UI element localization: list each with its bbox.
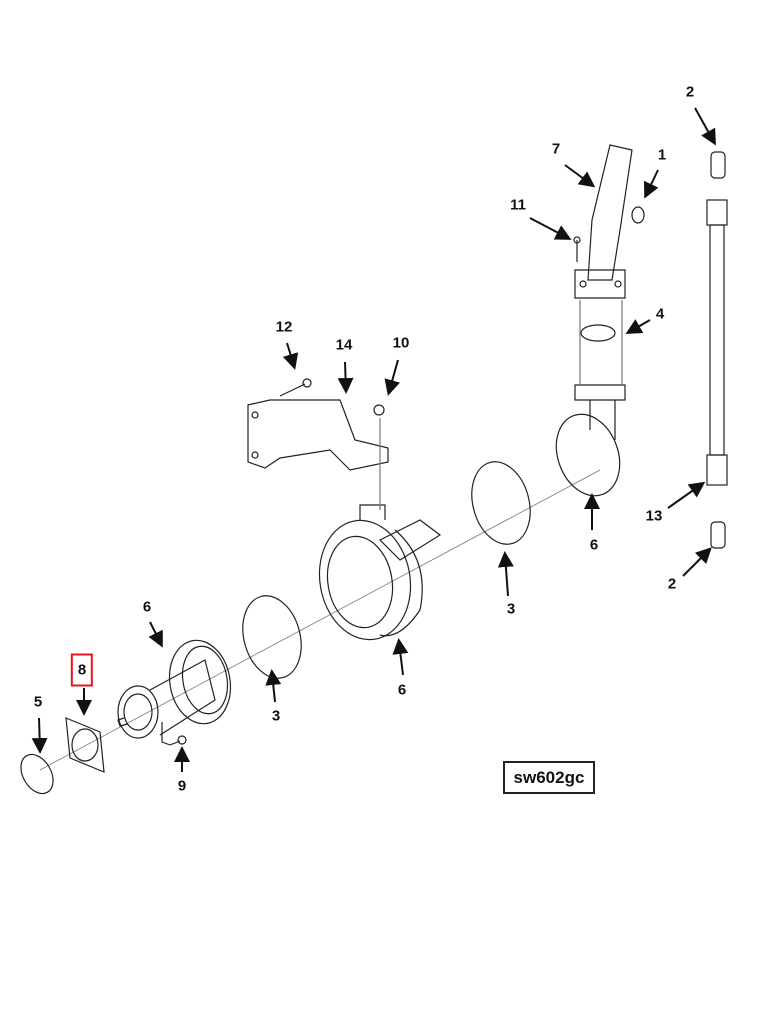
- bracket-part-14: [247, 399, 389, 510]
- volute-housing-part-6-mid: [318, 504, 442, 641]
- flange-housing-part-6-right: [555, 384, 626, 497]
- callout-1[interactable]: 1: [657, 146, 667, 164]
- callout-3-right[interactable]: 3: [506, 600, 516, 618]
- bolt-part-10: [373, 404, 385, 416]
- callout-8-highlighted[interactable]: 8: [70, 653, 94, 687]
- plug-part-1: [631, 206, 645, 224]
- callout-6-mid[interactable]: 6: [397, 681, 407, 699]
- bolt-part-9: [161, 722, 187, 746]
- callout-2-bottom[interactable]: 2: [667, 575, 677, 593]
- elbow-pipe-part-7: [574, 144, 633, 385]
- callout-10[interactable]: 10: [392, 334, 410, 352]
- drawing-reference-code: sw602gc: [503, 761, 595, 794]
- o-ring-part-5: [20, 753, 54, 795]
- callout-arrows: [31, 107, 716, 772]
- callout-9[interactable]: 9: [177, 777, 187, 795]
- gasket-part-8: [65, 717, 105, 773]
- callout-13[interactable]: 13: [645, 507, 663, 525]
- callout-6-left[interactable]: 6: [142, 598, 152, 616]
- callout-7[interactable]: 7: [551, 140, 561, 158]
- gasket-part-3-left: [242, 595, 302, 679]
- callout-5[interactable]: 5: [33, 693, 43, 711]
- callout-12[interactable]: 12: [275, 318, 293, 336]
- gasket-part-3-right: [471, 461, 531, 545]
- pump-housing-part-6-left: [117, 639, 232, 739]
- callout-3-left[interactable]: 3: [271, 707, 281, 725]
- bolt-part-12: [279, 383, 306, 397]
- callout-14[interactable]: 14: [335, 336, 353, 354]
- o-ring-part-4: [580, 324, 616, 342]
- assembly-axis-line: [39, 469, 601, 771]
- callout-6-right[interactable]: 6: [589, 536, 599, 554]
- callout-4[interactable]: 4: [655, 305, 665, 323]
- callout-11[interactable]: 11: [510, 196, 526, 214]
- fitting-part-2-top: [710, 151, 726, 179]
- fitting-part-2-bottom: [710, 521, 726, 549]
- hose-part-13: [706, 199, 728, 486]
- callout-2-top[interactable]: 2: [685, 83, 695, 101]
